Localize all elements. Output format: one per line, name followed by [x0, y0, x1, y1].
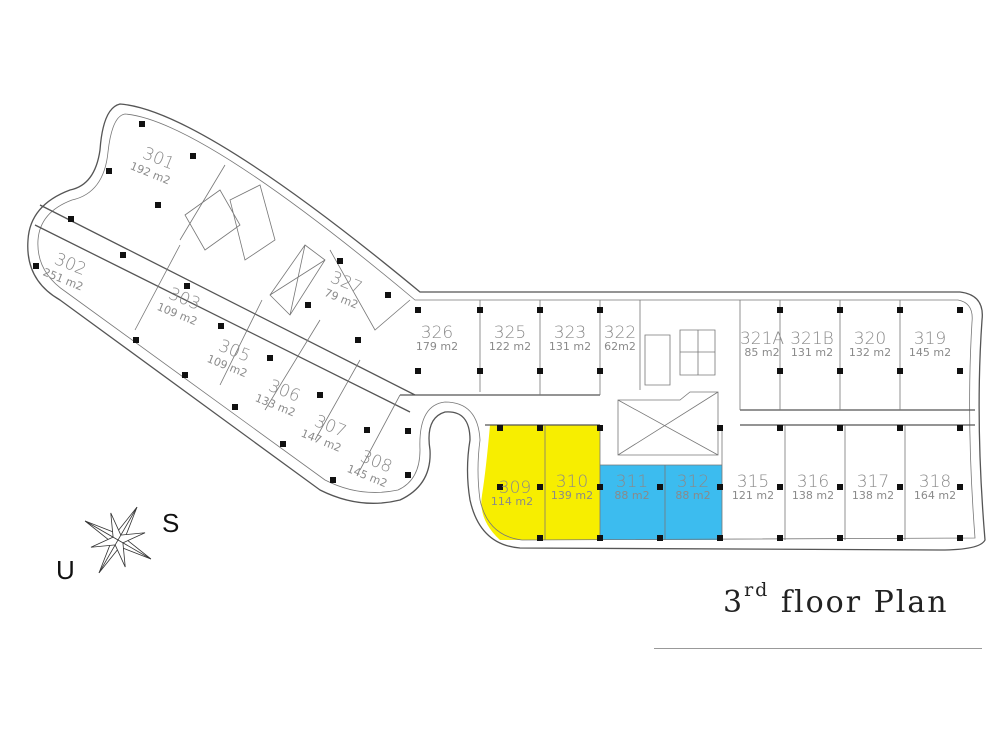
room-number: 321B — [790, 329, 834, 349]
atrium-void — [617, 391, 719, 456]
room-number: 310 — [556, 472, 588, 492]
room-number: 326 — [421, 323, 453, 343]
title-superscript: rd — [744, 579, 770, 601]
room-area: 138 m2 — [792, 489, 834, 502]
room-number: 316 — [797, 472, 829, 492]
room-number: 325 — [494, 323, 526, 343]
room-area: 121 m2 — [732, 489, 774, 502]
room-number: 309 — [499, 478, 531, 498]
room-number: 323 — [554, 323, 586, 343]
title-underline — [654, 648, 982, 649]
wing-core — [184, 184, 326, 316]
room-area: 131 m2 — [791, 346, 833, 359]
compass-rose-icon — [84, 506, 152, 574]
room-area: 62m2 — [604, 340, 636, 353]
room-area: 179 m2 — [416, 340, 458, 353]
unit-311-fill[interactable] — [600, 465, 665, 540]
wing-corridor — [34, 204, 416, 413]
room-area: 114 m2 — [491, 495, 533, 508]
room-number: 311 — [616, 472, 648, 492]
east-partitions — [479, 300, 906, 540]
room-number: 315 — [737, 472, 769, 492]
room-area: 132 m2 — [849, 346, 891, 359]
compass-label-u: U — [56, 555, 75, 585]
east-core — [644, 329, 716, 386]
room-number: 312 — [677, 472, 709, 492]
room-area: 139 m2 — [551, 489, 593, 502]
room-number: 319 — [914, 329, 946, 349]
room-area: 145 m2 — [909, 346, 951, 359]
building-outline — [27, 103, 986, 551]
room-area: 88 m2 — [614, 489, 649, 502]
plan-title: 3rd floor Plan — [723, 579, 949, 620]
room-number: 322 — [604, 323, 636, 343]
room-area: 122 m2 — [489, 340, 531, 353]
room-number: 317 — [857, 472, 889, 492]
room-number: 318 — [919, 472, 951, 492]
room-area: 164 m2 — [914, 489, 956, 502]
room-area: 131 m2 — [549, 340, 591, 353]
structural-columns — [33, 121, 963, 541]
inner-outline — [37, 113, 976, 541]
unit-310-fill[interactable] — [545, 425, 600, 540]
unit-312-fill[interactable] — [665, 465, 722, 540]
title-prefix: 3 — [723, 585, 745, 620]
room-area: 138 m2 — [852, 489, 894, 502]
room-number: 321A — [740, 329, 784, 349]
room-area: 88 m2 — [675, 489, 710, 502]
compass-label-s: S — [162, 508, 180, 538]
room-number: 320 — [854, 329, 886, 349]
room-area: 85 m2 — [744, 346, 779, 359]
unit-309-fill[interactable] — [481, 425, 545, 540]
title-suffix: floor Plan — [769, 585, 949, 620]
east-corridor — [400, 394, 975, 426]
